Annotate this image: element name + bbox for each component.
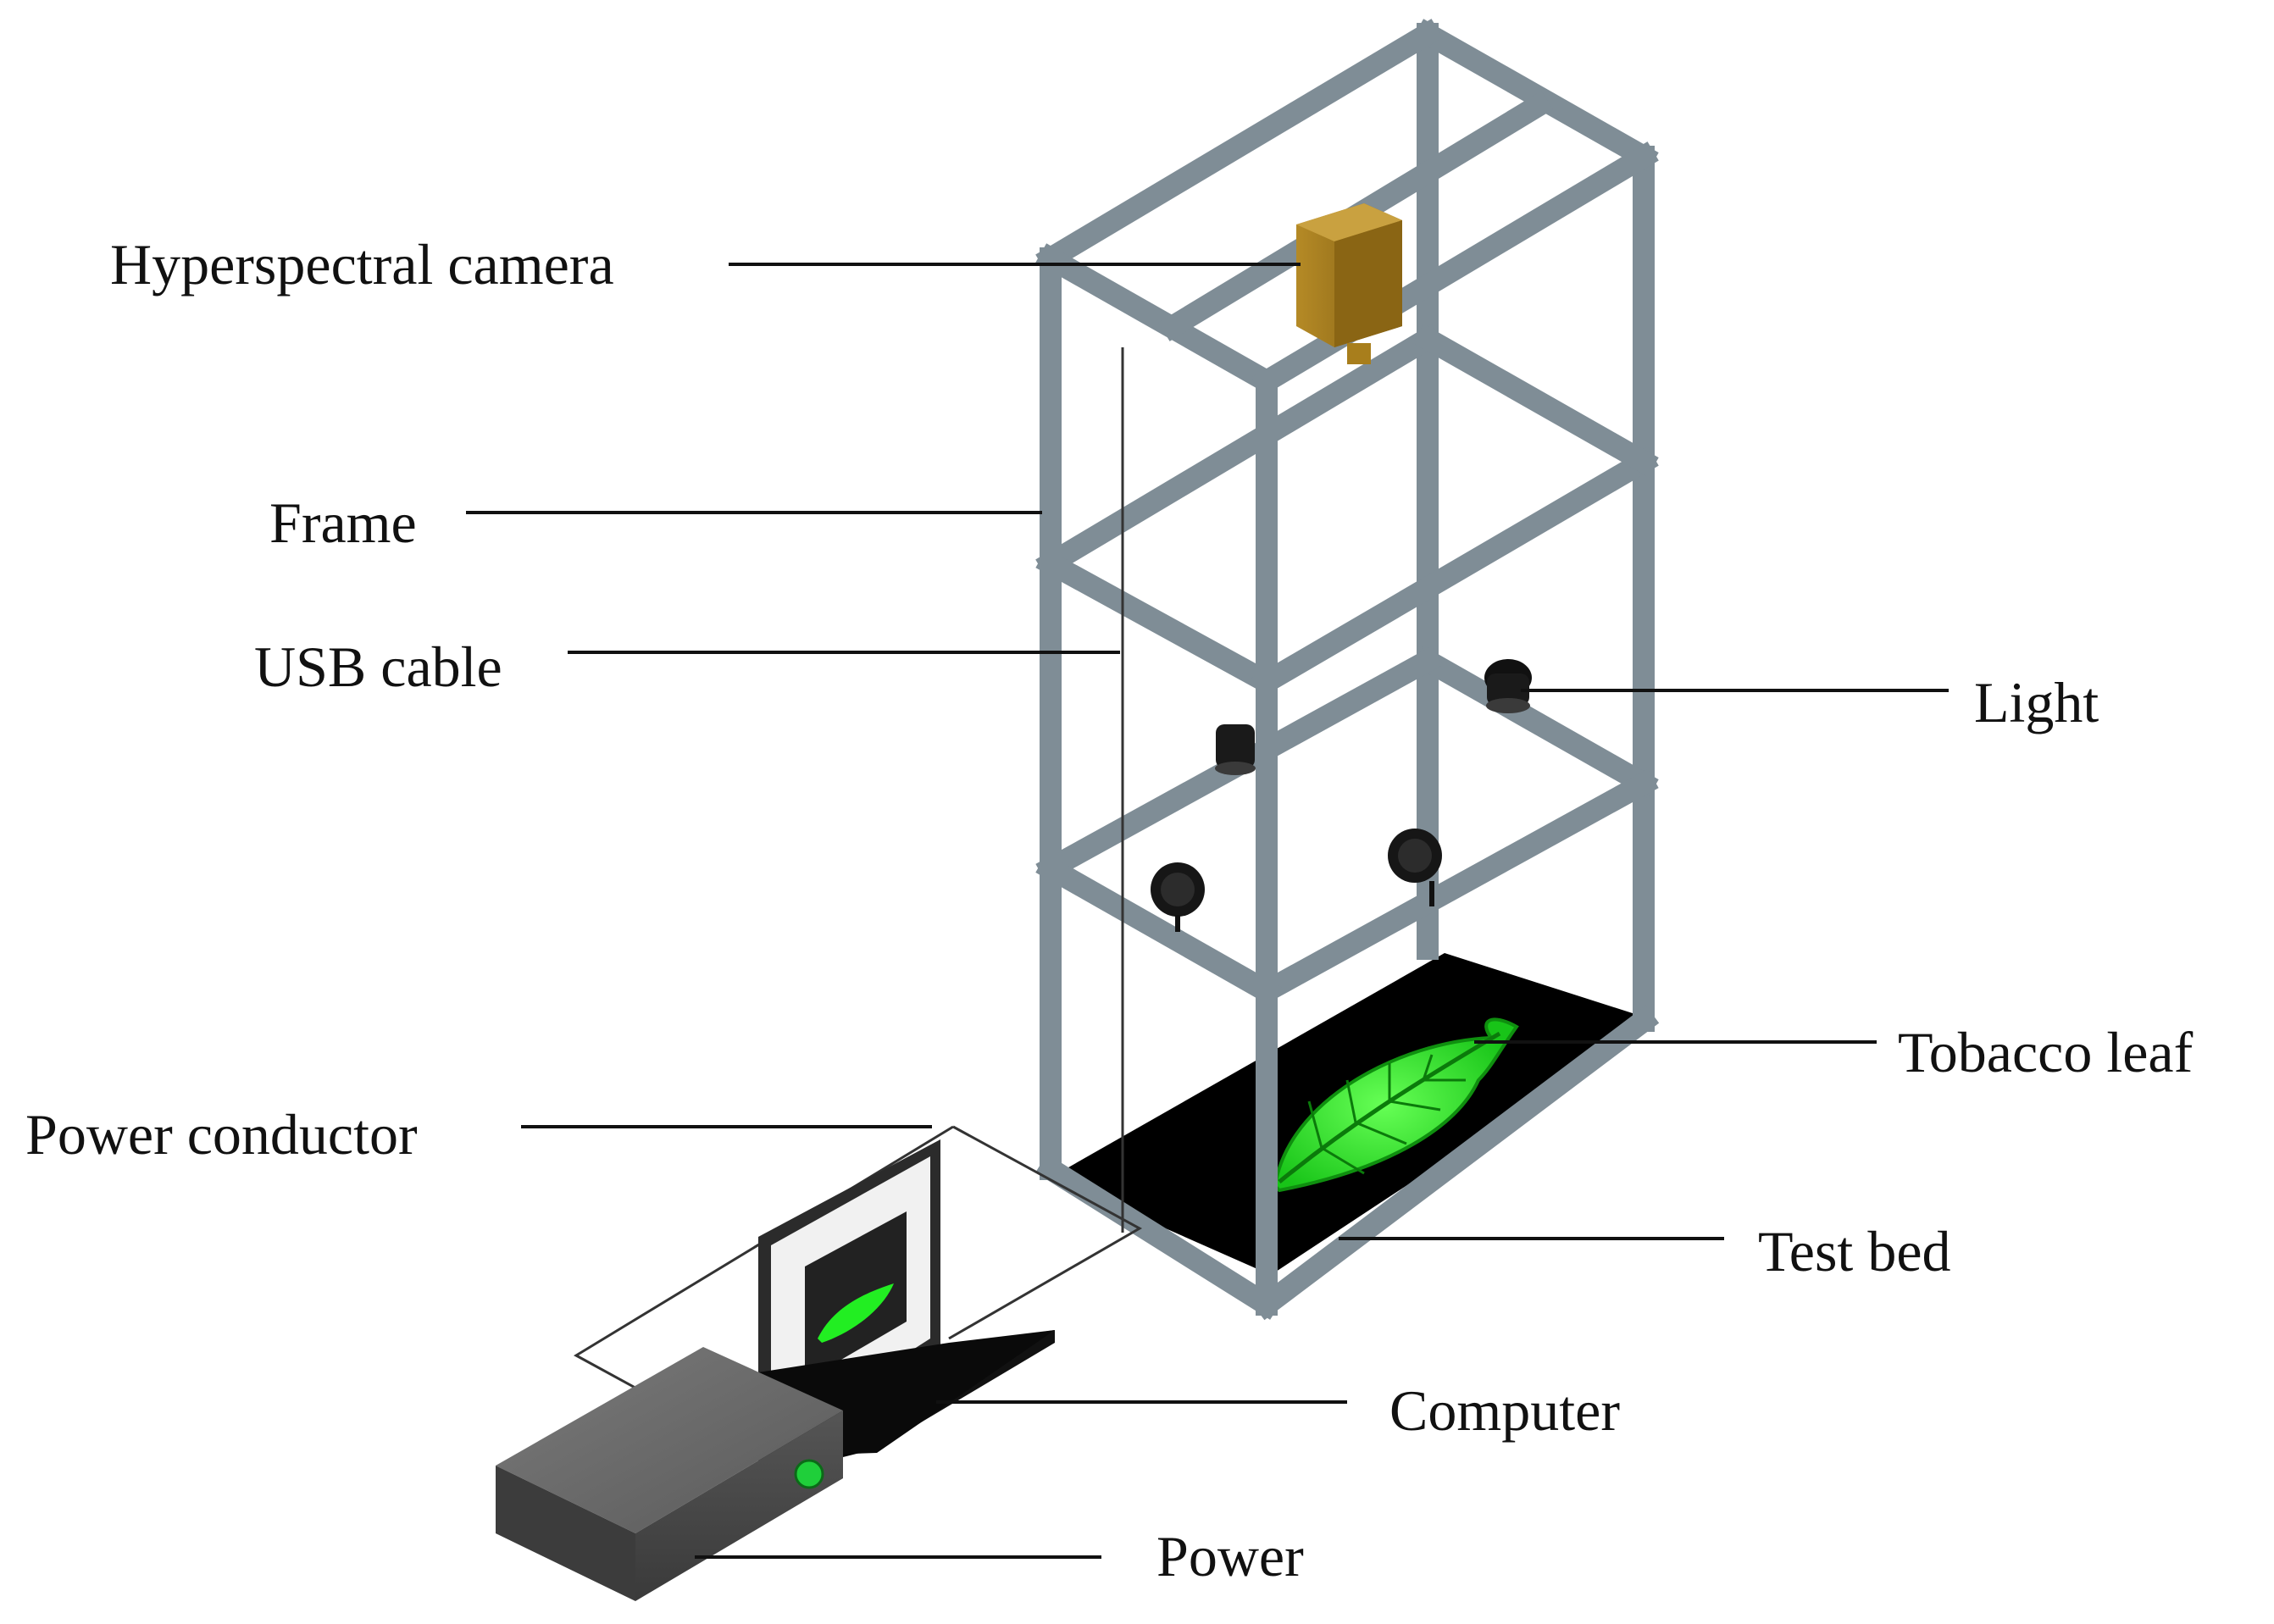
label-hyperspectral-camera: Hyperspectral camera xyxy=(110,232,614,297)
light-back-right xyxy=(1484,659,1532,713)
label-tobacco-leaf: Tobacco leaf xyxy=(1898,1020,2194,1084)
label-light: Light xyxy=(1974,670,2099,734)
power-supply-box xyxy=(496,1347,843,1601)
label-test-bed: Test bed xyxy=(1758,1219,1951,1283)
power-led-icon xyxy=(794,1459,824,1489)
hyperspectral-camera xyxy=(1296,203,1402,364)
frame xyxy=(1035,19,1660,1321)
light-front-left xyxy=(1151,862,1205,932)
tobacco-leaf xyxy=(1273,1017,1519,1193)
light-back-left xyxy=(1215,724,1256,775)
light-front-right xyxy=(1388,829,1442,906)
label-power-conductor: Power conductor xyxy=(25,1102,418,1167)
label-computer: Computer xyxy=(1389,1378,1620,1443)
label-frame: Frame xyxy=(269,491,417,555)
label-usb-cable: USB cable xyxy=(254,635,502,699)
label-power: Power xyxy=(1156,1524,1304,1588)
